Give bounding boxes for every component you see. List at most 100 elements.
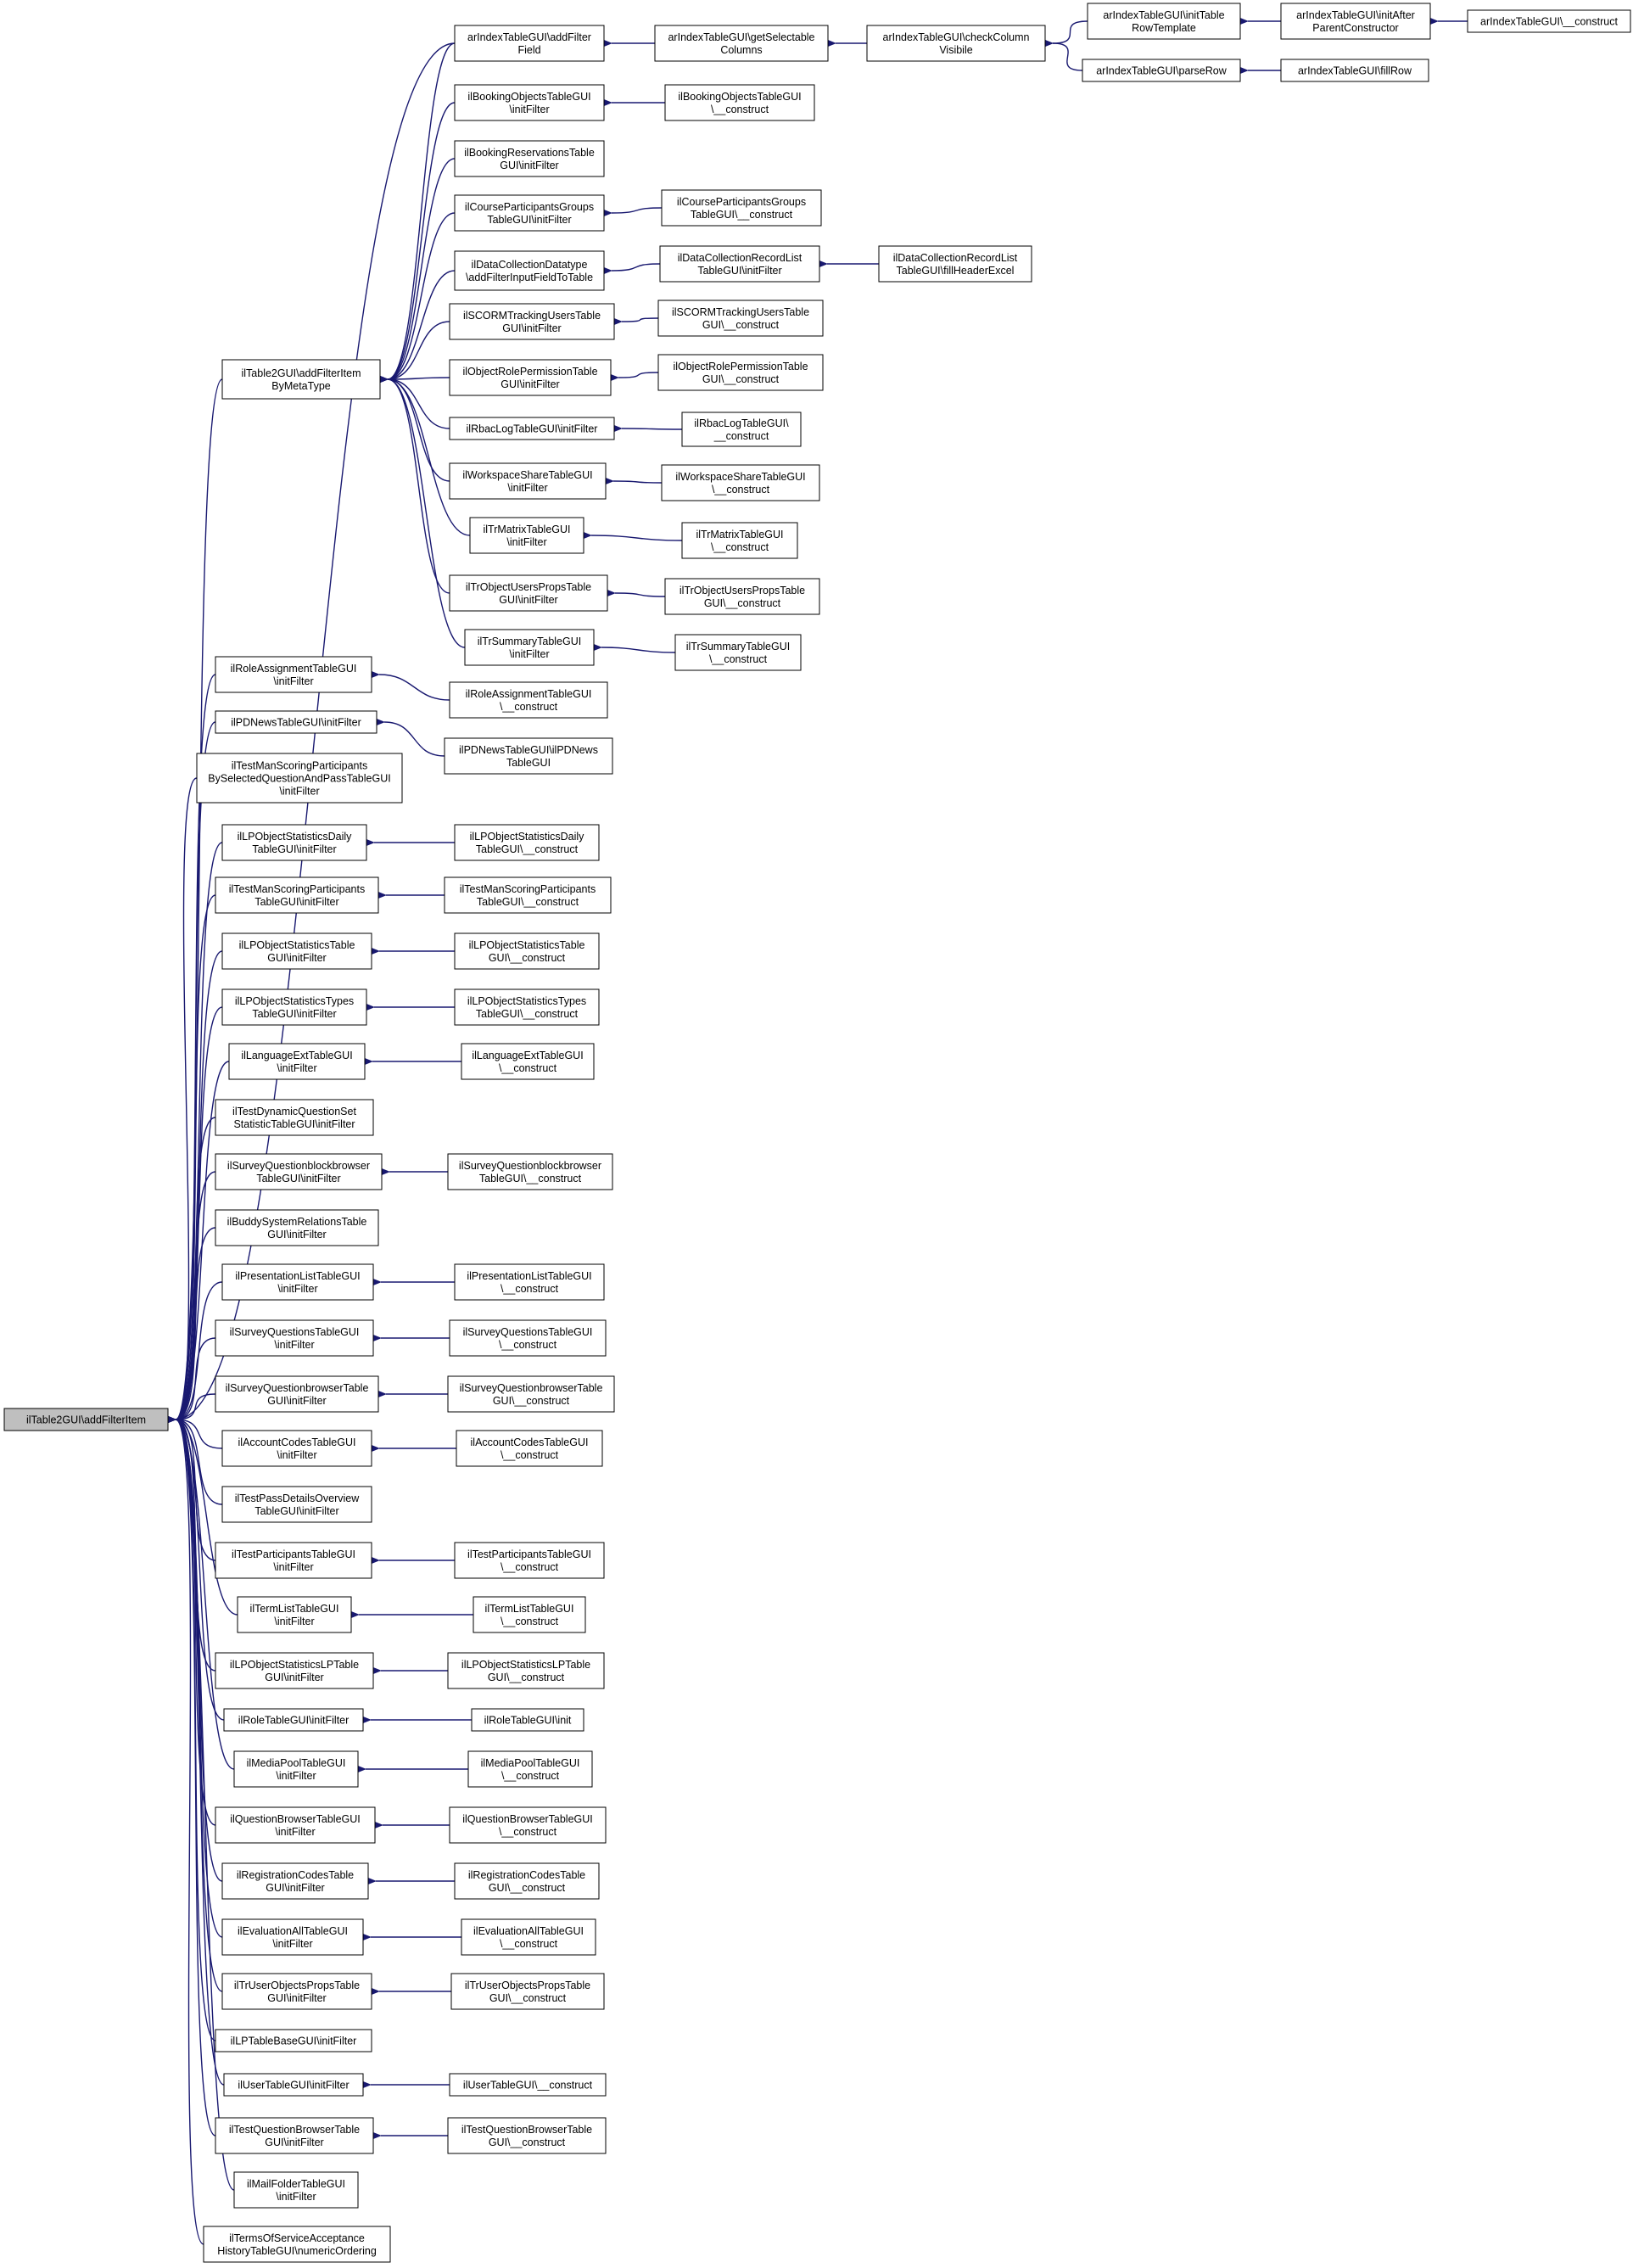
node-ar-iap[interactable]: arIndexTableGUI\initAfterParentConstruct… xyxy=(1280,3,1431,40)
node-tms-if[interactable]: ilTestManScoringParticipantsTableGUI\ini… xyxy=(215,876,379,914)
node-qb-if[interactable]: ilQuestionBrowserTableGUI\initFilter xyxy=(215,1806,376,1844)
node-box xyxy=(454,824,600,861)
node-box xyxy=(449,2073,607,2097)
node-box xyxy=(449,359,612,396)
node-lptb-if[interactable]: ilLPTableBaseGUI\initFilter xyxy=(215,2029,372,2052)
node-user-c[interactable]: ilUserTableGUI\__construct xyxy=(449,2073,607,2097)
node-box xyxy=(454,84,605,121)
node-role-c[interactable]: ilRoleTableGUI\init xyxy=(471,1708,584,1732)
node-acc-c[interactable]: ilAccountCodesTableGUI\__construct xyxy=(456,1430,603,1467)
node-tms-sel[interactable]: ilTestManScoringParticipantsBySelectedQu… xyxy=(196,753,403,804)
node-ar-pr[interactable]: arIndexTableGUI\parseRow xyxy=(1082,59,1241,82)
node-trs-c[interactable]: ilTrSummaryTableGUI\__construct xyxy=(674,634,802,671)
node-dcd[interactable]: ilDataCollectionDatatype\addFilterInputF… xyxy=(454,250,605,291)
edge-rbac_if-to-meta xyxy=(379,375,450,429)
node-pres-c[interactable]: ilPresentationListTableGUI\__construct xyxy=(454,1263,605,1301)
node-acc-if[interactable]: ilAccountCodesTableGUI\initFilter xyxy=(221,1430,372,1467)
node-dcr-fh[interactable]: ilDataCollectionRecordListTableGUI\fillH… xyxy=(878,245,1032,283)
node-bsr-if[interactable]: ilBuddySystemRelationsTableGUI\initFilte… xyxy=(215,1209,379,1246)
node-role-if[interactable]: ilRoleTableGUI\initFilter xyxy=(223,1708,364,1732)
node-tp-if[interactable]: ilTestParticipantsTableGUI\initFilter xyxy=(215,1542,372,1579)
node-mp-c[interactable]: ilMediaPoolTableGUI\__construct xyxy=(467,1750,593,1788)
node-bo-c[interactable]: ilBookingObjectsTableGUI\__construct xyxy=(664,84,815,121)
node-tdq-if[interactable]: ilTestDynamicQuestionSetStatisticTableGU… xyxy=(215,1099,374,1136)
node-sqbb-if[interactable]: ilSurveyQuestionblockbrowserTableGUI\ini… xyxy=(215,1153,383,1190)
node-tpd-if[interactable]: ilTestPassDetailsOverviewTableGUI\initFi… xyxy=(221,1486,372,1523)
node-rbac-if[interactable]: ilRbacLogTableGUI\initFilter xyxy=(449,417,615,440)
node-label: GUI\__construct xyxy=(488,1672,565,1683)
node-qb-c[interactable]: ilQuestionBrowserTableGUI\__construct xyxy=(449,1806,607,1844)
node-lang-c[interactable]: ilLanguageExtTableGUI\__construct xyxy=(461,1043,595,1080)
node-ea-if[interactable]: ilEvaluationAllTableGUI\initFilter xyxy=(221,1918,364,1956)
node-user-if[interactable]: ilUserTableGUI\initFilter xyxy=(223,2073,364,2097)
edge-scorm_if-to-meta xyxy=(379,321,450,384)
node-label: TableGUI\__construct xyxy=(479,1173,582,1184)
node-mp-if[interactable]: ilMediaPoolTableGUI\initFilter xyxy=(233,1750,359,1788)
node-pdn-c[interactable]: ilPDNewsTableGUI\ilPDNewsTableGUI xyxy=(444,737,613,775)
node-root[interactable]: ilTable2GUI\addFilterItem xyxy=(3,1408,169,1431)
node-pdn-if[interactable]: ilPDNewsTableGUI\initFilter xyxy=(215,710,377,734)
node-ea-c[interactable]: ilEvaluationAllTableGUI\__construct xyxy=(461,1918,596,1956)
node-pres-if[interactable]: ilPresentationListTableGUI\initFilter xyxy=(221,1263,374,1301)
node-label: arIndexTableGUI\initTable xyxy=(1103,9,1224,21)
node-label: TableGUI\__construct xyxy=(476,843,579,855)
node-box xyxy=(444,876,612,914)
node-mf-if[interactable]: ilMailFolderTableGUI\initFilter xyxy=(233,2171,359,2209)
node-ws-c[interactable]: ilWorkspaceShareTableGUI\__construct xyxy=(661,464,820,501)
node-term-if[interactable]: ilTermListTableGUI\initFilter xyxy=(237,1596,352,1633)
node-tos[interactable]: ilTermsOfServiceAcceptanceHistoryTableGU… xyxy=(203,2226,391,2263)
node-bo-if[interactable]: ilBookingObjectsTableGUI\initFilter xyxy=(454,84,605,121)
node-trm-if[interactable]: ilTrMatrixTableGUI\initFilter xyxy=(469,517,584,554)
node-rbac-c[interactable]: ilRbacLogTableGUI\__construct xyxy=(681,412,802,447)
node-lposd-if[interactable]: ilLPObjectStatisticsDailyTableGUI\initFi… xyxy=(221,824,367,861)
node-ar-con[interactable]: arIndexTableGUI\__construct xyxy=(1467,9,1631,33)
node-lposty-if[interactable]: ilLPObjectStatisticsTypesTableGUI\initFi… xyxy=(221,988,367,1026)
node-label: ilDataCollectionRecordList xyxy=(678,252,803,264)
node-trm-c[interactable]: ilTrMatrixTableGUI\__construct xyxy=(681,522,798,559)
node-orp-c[interactable]: ilObjectRolePermissionTableGUI\__constru… xyxy=(657,354,824,391)
node-sqbb-c[interactable]: ilSurveyQuestionblockbrowserTableGUI\__c… xyxy=(447,1153,613,1190)
node-tp-c[interactable]: ilTestParticipantsTableGUI\__construct xyxy=(454,1542,605,1579)
node-sqb-if[interactable]: ilSurveyQuestionbrowserTableGUI\initFilt… xyxy=(215,1375,379,1413)
node-ra-if[interactable]: ilRoleAssignmentTableGUI\initFilter xyxy=(215,656,372,693)
node-lposlp-if[interactable]: ilLPObjectStatisticsLPTableGUI\initFilte… xyxy=(215,1652,374,1689)
node-box xyxy=(215,1652,374,1689)
node-ra-c[interactable]: ilRoleAssignmentTableGUI\__construct xyxy=(449,681,608,719)
node-ar-fr[interactable]: arIndexTableGUI\fillRow xyxy=(1280,59,1429,82)
node-term-c[interactable]: ilTermListTableGUI\__construct xyxy=(473,1596,586,1633)
node-trs-if[interactable]: ilTrSummaryTableGUI\initFilter xyxy=(464,629,595,666)
node-lposd-c[interactable]: ilLPObjectStatisticsDailyTableGUI\__cons… xyxy=(454,824,600,861)
node-label: ilWorkspaceShareTableGUI xyxy=(675,471,805,483)
node-cpg-if[interactable]: ilCourseParticipantsGroupsTableGUI\initF… xyxy=(454,194,605,232)
node-tms-c[interactable]: ilTestManScoringParticipantsTableGUI\__c… xyxy=(444,876,612,914)
node-dcr-if[interactable]: ilDataCollectionRecordListTableGUI\initF… xyxy=(659,245,820,283)
node-tqb-c[interactable]: ilTestQuestionBrowserTableGUI\__construc… xyxy=(447,2117,607,2154)
node-cpg-c[interactable]: ilCourseParticipantsGroupsTableGUI\__con… xyxy=(661,189,822,227)
node-lposty-c[interactable]: ilLPObjectStatisticsTypesTableGUI\__cons… xyxy=(454,988,600,1026)
node-sq-if[interactable]: ilSurveyQuestionsTableGUI\initFilter xyxy=(215,1319,374,1357)
node-sqb-c[interactable]: ilSurveyQuestionbrowserTableGUI\__constr… xyxy=(447,1375,615,1413)
node-lposlp-c[interactable]: ilLPObjectStatisticsLPTableGUI\__constru… xyxy=(447,1652,605,1689)
edge-acc_if-to-root xyxy=(167,1415,223,1449)
node-ws-if[interactable]: ilWorkspaceShareTableGUI\initFilter xyxy=(449,462,607,500)
node-lang-if[interactable]: ilLanguageExtTableGUI\initFilter xyxy=(228,1043,366,1080)
node-sq-c[interactable]: ilSurveyQuestionsTableGUI\__construct xyxy=(449,1319,607,1357)
node-orp-if[interactable]: ilObjectRolePermissionTableGUI\initFilte… xyxy=(449,359,612,396)
